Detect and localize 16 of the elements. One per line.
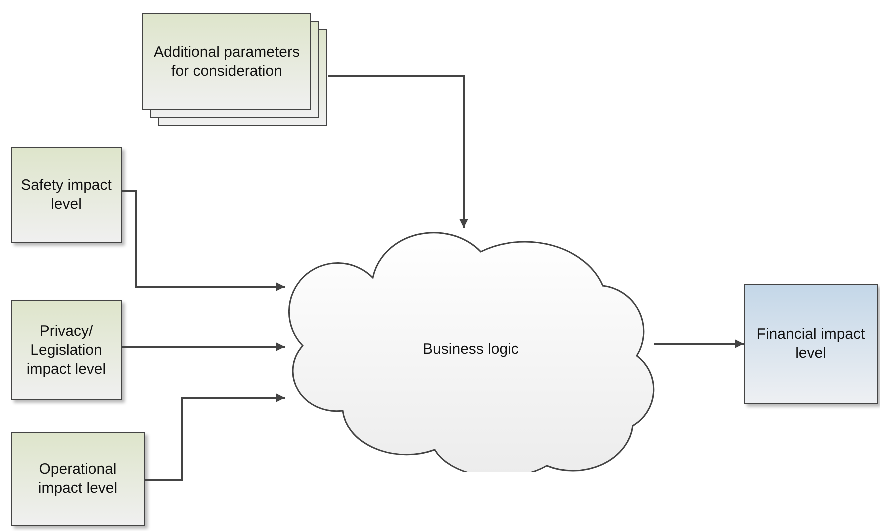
arrow xyxy=(145,394,285,481)
node-label: Operational impact level xyxy=(37,460,119,498)
node-label: Business logic xyxy=(422,340,520,358)
node-label: Safety impact level xyxy=(20,176,113,214)
document-stack xyxy=(142,13,328,126)
process-box xyxy=(11,300,122,400)
arrow xyxy=(122,190,285,292)
arrow xyxy=(122,342,285,352)
arrow xyxy=(328,75,468,228)
process-box xyxy=(11,147,122,243)
arrow xyxy=(654,340,744,348)
process-box xyxy=(11,432,145,526)
node-label: Additional parameters for consideration xyxy=(153,43,301,81)
node-label: Privacy/ Legislation impact level xyxy=(26,322,108,378)
node-label: Financial impact level xyxy=(756,325,866,363)
process-box xyxy=(744,284,878,404)
